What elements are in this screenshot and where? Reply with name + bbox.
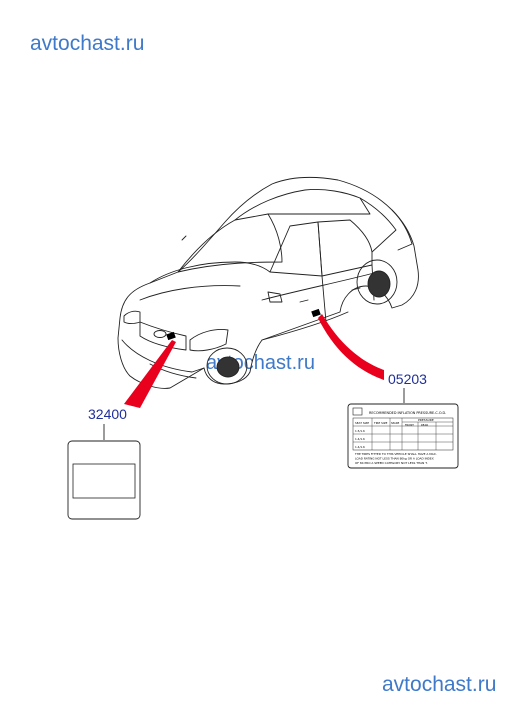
car-door-handle-rear — [351, 287, 361, 291]
car-rear-wheel — [356, 259, 398, 305]
car-antenna — [181, 235, 187, 241]
tire-pressure-label: RECOMMENDED INFLATION PRESSURE-C.O.D. PR… — [347, 403, 459, 469]
car-logo — [153, 330, 167, 338]
part-number-emission-label: 32400 — [88, 406, 127, 422]
tire-label-note-2: LOAD RATING NOT LESS THAN 80kg OR A LOAD… — [355, 457, 434, 461]
car-headlight-left — [123, 310, 141, 324]
tire-label-pressure-heading: PRESSURE — [418, 418, 434, 422]
car-belt-line — [261, 271, 379, 301]
tire-label-row-1: 1.5/1.6 — [355, 429, 365, 433]
tire-label-title: RECOMMENDED INFLATION PRESSURE-C.O.D. — [369, 411, 446, 415]
tire-label-col-spare: SPARE — [391, 421, 400, 425]
tire-label-row-2: 1.4/1.6 — [355, 437, 365, 441]
car-hood-line — [149, 261, 271, 284]
label-marker-door — [311, 308, 321, 318]
tire-label-note-1: THE TIRES FITTED TO THIS VEHICLE SHALL H… — [354, 452, 437, 456]
car-headlight-right — [189, 329, 229, 352]
car-front-window — [269, 221, 323, 277]
tire-label-col-front: FRONT — [405, 423, 414, 427]
tire-label-row-3: 1.4/1.6 — [355, 445, 365, 449]
tire-label-col-tire: TIRE SIZE — [373, 421, 388, 425]
watermark-top: avtochast.ru — [30, 32, 145, 55]
car-front-wheel — [206, 347, 248, 385]
car-roof — [234, 189, 371, 221]
car-front-hub — [216, 356, 240, 378]
car-body-outline — [117, 176, 419, 389]
car-mirror — [267, 291, 283, 303]
watermark-bottom: avtochast.ru — [382, 673, 497, 696]
tire-label-col-rear: REAR — [421, 423, 428, 427]
car-sill — [261, 311, 349, 341]
label-marker-hood — [166, 331, 176, 341]
leader-32400 — [124, 340, 176, 408]
car-door-line-front — [321, 275, 327, 323]
tire-label-note-3: OF 84 PRO A SPEED CATEGORY NOT LESS THAN… — [355, 461, 428, 465]
tire-label-col-seats: SEAT SIZE — [355, 421, 369, 425]
car-bumper — [121, 339, 205, 373]
car-windshield — [177, 213, 283, 273]
car-rear-glass — [359, 197, 397, 253]
emission-label — [67, 440, 141, 520]
car-rear-hub — [367, 270, 391, 298]
part-number-tire-label: 05203 — [388, 371, 427, 387]
car-trunk — [391, 209, 413, 251]
car-hood-crease — [139, 285, 241, 301]
car-rear-window — [317, 219, 373, 277]
leader-05203 — [318, 314, 384, 380]
car-grille — [139, 321, 187, 351]
car-door-handle — [299, 299, 309, 303]
